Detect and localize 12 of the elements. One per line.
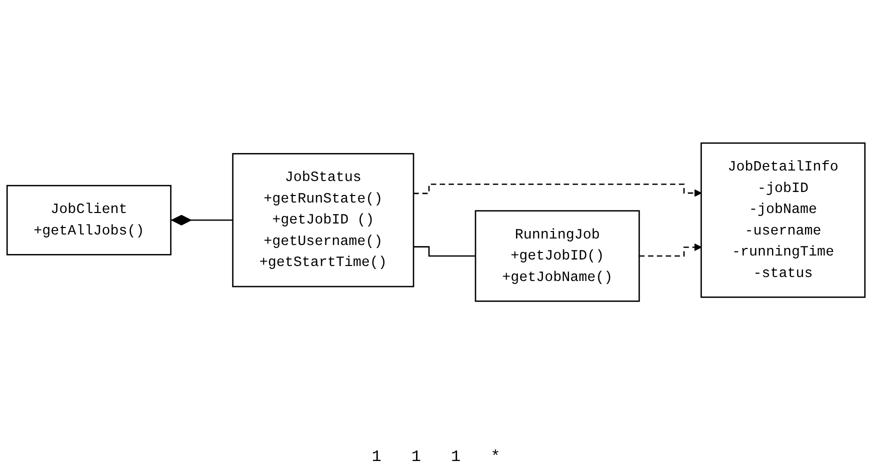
composition-line [170,214,233,226]
multiplicity-label: 1 [451,448,461,466]
class-box: JobDetailInfo -jobID -jobName -username -runningTime -status [700,142,866,298]
dependency-arrow [414,183,702,197]
association-line [414,246,476,257]
multiplicity-label: 1 [372,448,382,466]
multiplicity-label: 1 [411,448,421,466]
multiplicity-label: * [490,448,500,466]
class-box: RunningJob +getJobID() +getJobName() [474,210,640,302]
class-box: JobClient +getAllJobs() [6,184,172,256]
class-box: JobStatus +getRunState() +getJobID () +getUsername() +getStartTime() [232,152,414,288]
dependency-arrow [639,243,702,257]
